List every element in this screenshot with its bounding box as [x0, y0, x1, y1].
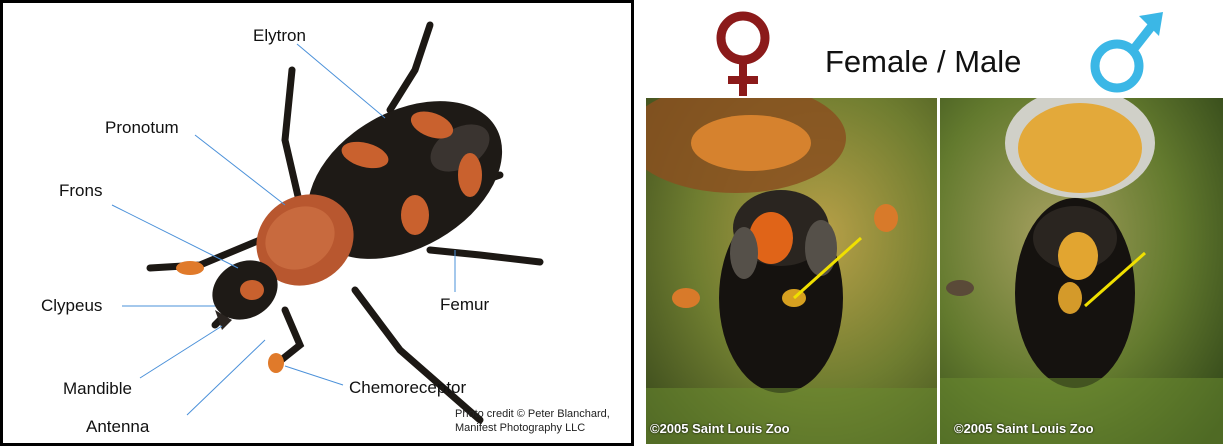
label-chemoreceptor: Chemoreceptor: [349, 378, 466, 398]
label-elytron: Elytron: [253, 26, 306, 46]
male-symbol-icon: [1087, 6, 1167, 96]
female-symbol-icon: [708, 8, 778, 98]
female-beetle-image: [646, 98, 937, 444]
photo-credit-line2: Manifest Photography LLC: [455, 421, 610, 435]
antenna-pointer: [187, 340, 265, 415]
mandible-pointer: [140, 326, 222, 378]
anatomy-panel: Elytron Pronotum Frons Clypeus Mandible …: [0, 0, 634, 446]
male-photo-copyright: ©2005 Saint Louis Zoo: [954, 421, 1094, 436]
label-femur: Femur: [440, 295, 489, 315]
label-clypeus: Clypeus: [41, 296, 102, 316]
photo-credit-line1: Photo credit © Peter Blanchard,: [455, 407, 610, 421]
pronotum-pointer: [195, 135, 285, 205]
sex-comparison-panel: Female / Male: [640, 0, 1223, 446]
chemoreceptor-pointer: [285, 366, 343, 385]
male-beetle-image: [940, 98, 1223, 444]
male-beetle-photo: ©2005 Saint Louis Zoo: [940, 98, 1223, 444]
female-beetle-photo: ©2005 Saint Louis Zoo: [646, 98, 937, 444]
photo-credit: Photo credit © Peter Blanchard, Manifest…: [455, 407, 610, 435]
label-mandible: Mandible: [63, 379, 132, 399]
label-pronotum: Pronotum: [105, 118, 179, 138]
label-frons: Frons: [59, 181, 102, 201]
frons-pointer: [112, 205, 238, 268]
label-antenna: Antenna: [86, 417, 149, 437]
female-photo-copyright: ©2005 Saint Louis Zoo: [650, 421, 790, 436]
elytron-pointer: [297, 44, 385, 118]
comparison-title: Female / Male: [825, 44, 1021, 80]
